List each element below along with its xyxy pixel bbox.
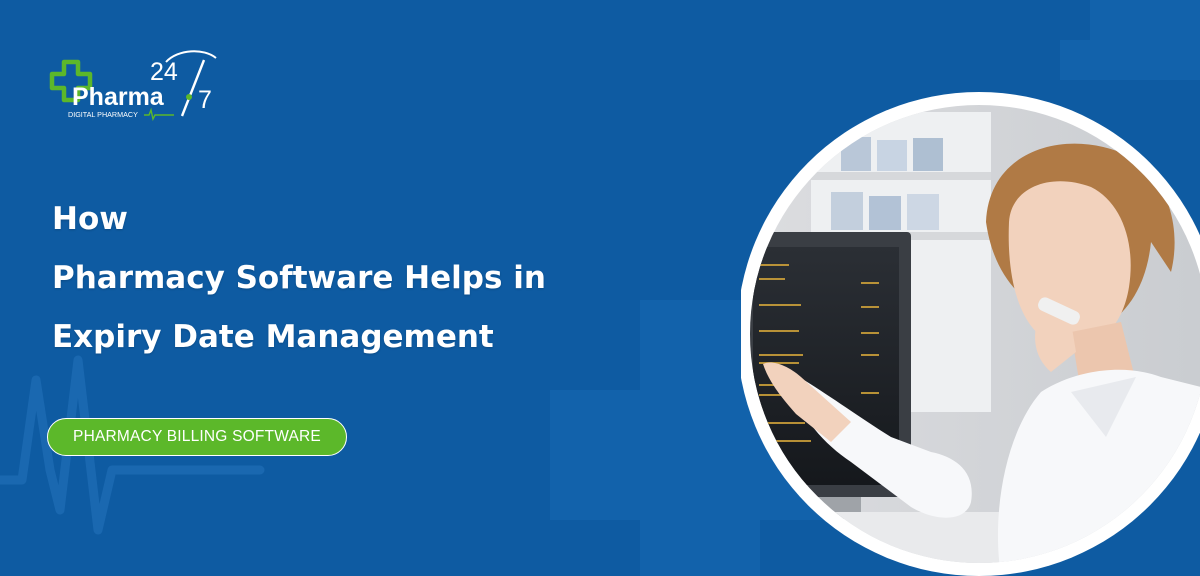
- headline-line-3: Expiry Date Management: [52, 319, 494, 355]
- logo-number-7: 7: [198, 86, 212, 114]
- pharmacist-photo: [741, 92, 1200, 576]
- pointing-hand: [763, 362, 851, 442]
- corner-cross-decoration: [1060, 0, 1200, 80]
- logo-tagline: DIGITAL PHARMACY: [68, 110, 138, 119]
- pharmacy-billing-software-tag[interactable]: PHARMACY BILLING SOFTWARE: [47, 418, 347, 456]
- phone: [1038, 297, 1080, 325]
- big-cross-decoration: [550, 300, 860, 576]
- heartbeat-line-decoration: [0, 355, 265, 535]
- logo-pulse-icon: [144, 107, 174, 122]
- tag-label: PHARMACY BILLING SOFTWARE: [73, 428, 321, 445]
- green-cross-icon: [49, 59, 93, 103]
- logo-brand-text: Pharma: [72, 83, 165, 111]
- headline-line-1: How: [52, 201, 128, 237]
- logo-number-24: 24: [150, 58, 178, 86]
- phone-hand: [1035, 312, 1076, 372]
- page-headline: How Pharmacy Software Helps in Expiry Da…: [52, 190, 546, 367]
- lab-coat-collar: [1071, 377, 1136, 437]
- headline-line-2: Pharmacy Software Helps in: [52, 260, 546, 296]
- logo-green-dot: [186, 94, 192, 100]
- pharma247-logo: Pharma 24 7 DIGITAL PHARMACY: [49, 50, 217, 122]
- logo-slash: [180, 59, 206, 117]
- logo-arc: [165, 50, 217, 63]
